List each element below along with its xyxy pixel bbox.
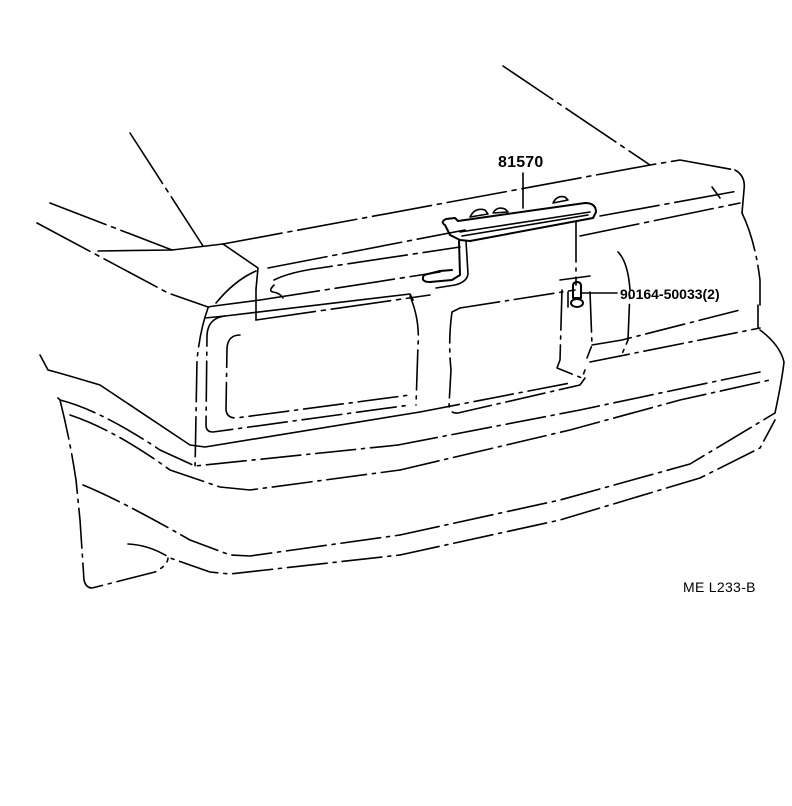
screw-fastener — [567, 281, 584, 308]
callout-part-number-81570: 81570 — [498, 154, 544, 171]
figure-code: ME L233-B — [683, 579, 756, 595]
left-spoiler-corner — [97, 243, 284, 321]
right-tail-lamp — [589, 251, 761, 363]
trunk-spoiler-lines — [222, 159, 746, 321]
left-tail-lamp — [194, 293, 420, 471]
callout-part-number-90164-50033: 90164-50033(2) — [620, 286, 720, 302]
leader-lines — [522, 172, 618, 294]
rear-window-outline — [36, 65, 651, 308]
license-plate-recess — [448, 289, 593, 414]
rear-bumper — [39, 354, 776, 589]
high-mount-stop-lamp — [421, 195, 597, 289]
right-quarter-outline — [741, 212, 785, 414]
